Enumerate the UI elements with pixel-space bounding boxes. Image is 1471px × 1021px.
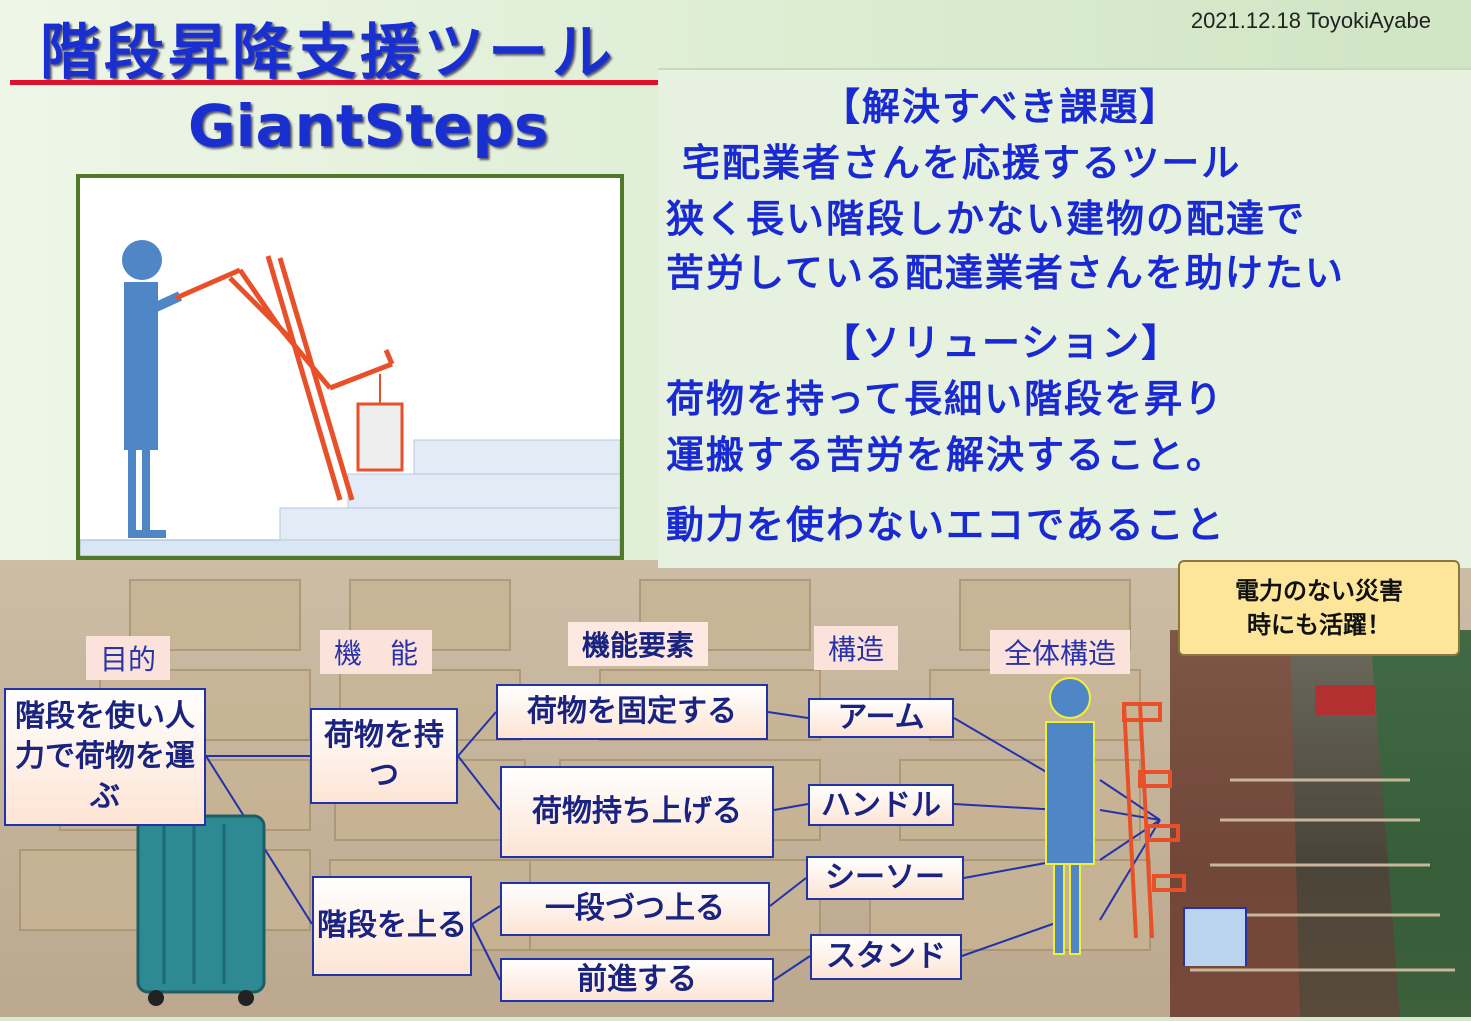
- element-lift-box: 荷物持ち上げる: [500, 766, 774, 858]
- problem-solution-panel: 【解決すべき課題】 宅配業者さんを応援するツール 狭く長い階段しかない建物の配達…: [658, 68, 1471, 568]
- column-purpose: 目的: [86, 636, 171, 680]
- element-step-box: 一段づつ上る: [500, 882, 770, 936]
- column-overall: 全体構造: [990, 630, 1131, 674]
- problem-heading: 【解決すべき課題】: [822, 85, 1180, 129]
- solution-heading: 【ソリューション】: [822, 321, 1182, 365]
- function-climb-box: 階段を上る: [312, 876, 472, 976]
- overall-structure-figure: [1045, 677, 1247, 966]
- callout-line: 電力のない災害: [1235, 577, 1403, 605]
- column-function: 機 能: [320, 630, 433, 674]
- structure-arm-box: アーム: [808, 698, 954, 738]
- structure-stand-box: スタンド: [810, 934, 962, 980]
- structure-seesaw-box: シーソー: [806, 856, 964, 900]
- page-title: 階段昇降支援ツール: [40, 18, 616, 88]
- element-advance-box: 前進する: [500, 958, 774, 1002]
- solution-line: 運搬する苦労を解決すること。: [666, 433, 1227, 477]
- date-author: 2021.12.18 ToyokiAyabe: [1190, 8, 1431, 33]
- problem-line: 苦労している配達業者さんを助けたい: [666, 251, 1345, 295]
- purpose-box: 階段を使い人力で荷物を運ぶ: [4, 688, 206, 826]
- concept-illustration: [76, 174, 624, 560]
- function-hold-box: 荷物を持つ: [310, 708, 458, 804]
- column-structure: 構造: [814, 626, 899, 670]
- callout-line: 時にも活躍！: [1247, 611, 1391, 639]
- disaster-callout: 電力のない災害 時にも活躍！: [1178, 560, 1460, 656]
- problem-line: 狭く長い階段しかない建物の配達で: [666, 197, 1307, 241]
- solution-line: 動力を使わないエコであること: [666, 503, 1226, 547]
- column-elements: 機能要素: [568, 622, 709, 666]
- structure-handle-box: ハンドル: [808, 784, 954, 826]
- suitcase-image: [136, 814, 266, 1006]
- problem-line: 宅配業者さんを応援するツール: [682, 141, 1242, 185]
- title-underline: [10, 80, 688, 85]
- page-subtitle: GiantSteps: [188, 92, 549, 160]
- solution-line: 荷物を持って長細い階段を昇り: [666, 377, 1225, 421]
- element-fix-box: 荷物を固定する: [496, 684, 768, 740]
